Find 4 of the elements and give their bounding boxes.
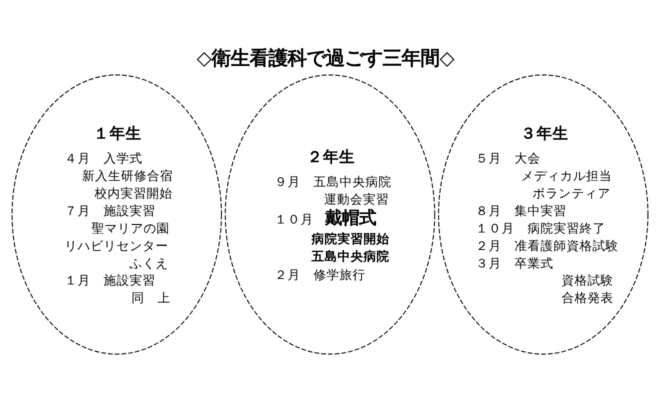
diagram-title: ◇衛生看護科で過ごす三年間◇ [196,46,455,70]
node-ellipse: １年生 ４月 入学式 新入生研修合宿 校内実習開始 ７月 施設実習 聖マリアの園 リハビリセンター ふくえ １月 施設実習 同 上 [12,74,222,355]
node-ellipse: ３年生 ５月 大会 メディカル担当 ボランティア ８月 集中実習 １０月 病院実習終了 ２月 准看護師資格試験 ３月 卒業式 資格試験 合格発表 [438,74,648,355]
node-ellipse: ２年生 ９月 五島中央病院 運動会実習 １０月 戴帽式 病院実習開始 五島中央病院 ２月 修学旅行 [224,74,436,355]
